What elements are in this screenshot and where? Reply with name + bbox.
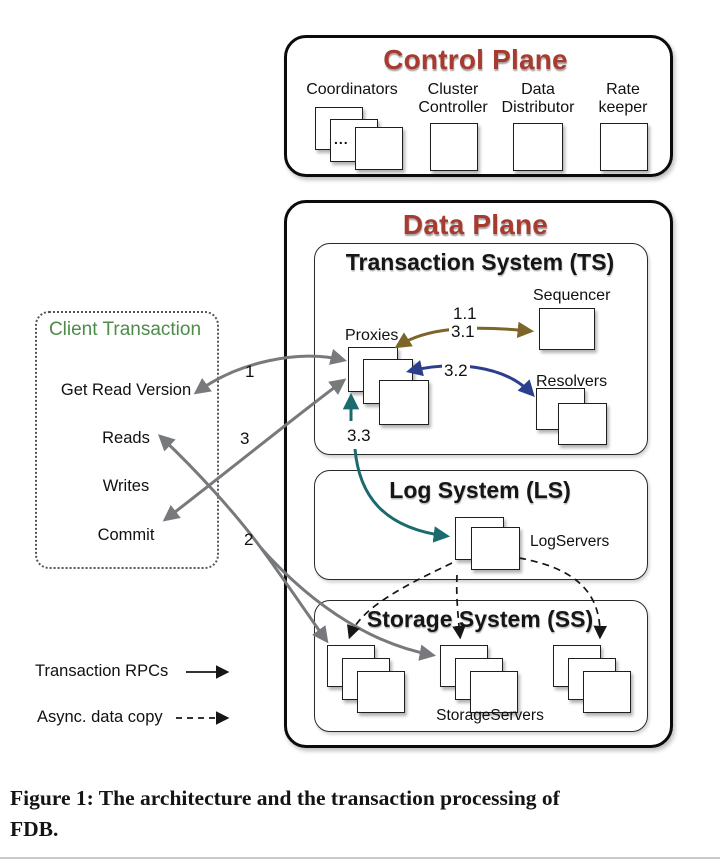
- server-box: [355, 127, 403, 170]
- arrow-label-1.1: 1.1: [453, 304, 477, 323]
- figure-caption-line2: FDB.: [10, 816, 59, 841]
- arrow-label-3.2: 3.2: [442, 361, 470, 381]
- server-box: [513, 123, 563, 171]
- data-plane-title: Data Plane: [402, 209, 549, 240]
- proxies-label: Proxies: [345, 327, 399, 344]
- figure-caption-line1: Figure 1: The architecture and the trans…: [10, 786, 560, 810]
- rate-keeper-label: Rate keeper: [598, 81, 648, 117]
- bottom-rule: [0, 857, 720, 859]
- client-step-commit: Commit: [97, 526, 155, 544]
- arrow-label-2: 2: [244, 530, 254, 549]
- arrow-label-3: 3: [240, 429, 250, 448]
- server-box: [471, 527, 520, 570]
- server-box: [600, 123, 648, 171]
- client-step-get-read-version: Get Read Version: [60, 381, 192, 399]
- storage-system-title: Storage System (SS): [366, 606, 594, 632]
- legend-async-data-copy-label: Async. data copy: [37, 708, 163, 726]
- resolvers-label: Resolvers: [536, 373, 608, 390]
- sequencer-label: Sequencer: [533, 287, 611, 304]
- client-step-reads: Reads: [102, 429, 150, 447]
- figure-caption: Figure 1: The architecture and the trans…: [10, 783, 712, 844]
- data-distributor-label: Data Distributor: [501, 81, 575, 117]
- arrow-label-3.1: 3.1: [449, 322, 477, 342]
- server-box: [379, 380, 429, 425]
- client-step-writes: Writes: [102, 477, 150, 495]
- arrow-label-3.3: 3.3: [347, 426, 371, 445]
- cluster-controller-label: Cluster Controller: [418, 81, 488, 117]
- storageservers-label: StorageServers: [436, 707, 544, 724]
- legend-transaction-rpcs-label: Transaction RPCs: [35, 662, 169, 680]
- log-system-title: Log System (LS): [389, 477, 571, 503]
- server-box: [539, 308, 595, 350]
- coordinators-ellipsis: ...: [334, 131, 349, 147]
- client-transaction-title: Client Transaction: [48, 319, 202, 340]
- server-box: [430, 123, 478, 171]
- control-plane-title: Control Plane: [383, 44, 568, 75]
- transaction-system-title: Transaction System (TS): [345, 249, 615, 275]
- logservers-label: LogServers: [530, 533, 610, 550]
- arrow-label-1: 1: [245, 362, 255, 381]
- server-box: [558, 403, 607, 445]
- server-box: [583, 671, 631, 713]
- coordinators-label: Coordinators: [306, 81, 398, 98]
- server-box: [470, 671, 518, 713]
- server-box: [357, 671, 405, 713]
